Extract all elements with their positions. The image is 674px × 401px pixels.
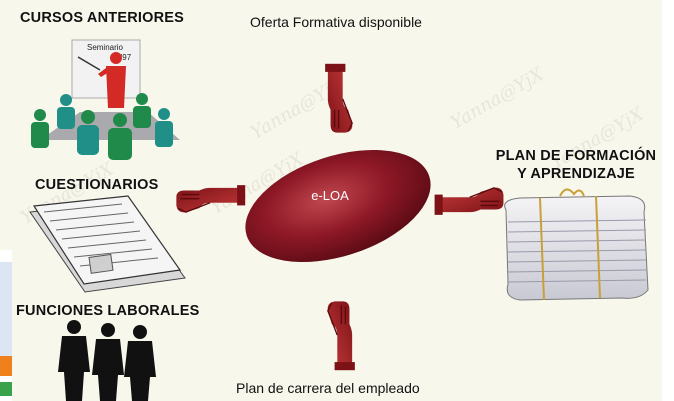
- board-line-2: '97: [121, 53, 132, 62]
- right-edge-strip: [662, 0, 674, 401]
- green-edge-stripe: [0, 382, 12, 396]
- cursos-label: CURSOS ANTERIORES: [20, 10, 184, 26]
- cuestionarios-label: CUESTIONARIOS: [35, 177, 159, 193]
- blue-edge-stripe: [0, 262, 12, 362]
- funciones-label: FUNCIONES LABORALES: [16, 303, 200, 319]
- eloa-label: e-LOA: [311, 188, 349, 203]
- plan-label-line-2: Y APRENDIZAJE: [517, 166, 635, 182]
- hand-bottom-icon: [326, 300, 356, 371]
- bottom-label: Plan de carrera del empleado: [236, 380, 420, 396]
- workers-silhouettes: [58, 320, 156, 401]
- eloa-oval: [245, 149, 431, 263]
- hand-right-icon: [433, 186, 505, 216]
- hand-top-icon: [324, 63, 354, 134]
- seminar-illustration: Seminario '97: [31, 39, 180, 160]
- plan-label-line-1: PLAN DE FORMACIÓN: [495, 148, 657, 164]
- board-line-1: Seminario: [87, 43, 124, 52]
- orange-edge-stripe: [0, 356, 12, 376]
- paper-bundle-illustration: [504, 188, 649, 301]
- top-label: Oferta Formativa disponible: [250, 14, 422, 30]
- plan-label: PLAN DE FORMACIÓN Y APRENDIZAJE: [490, 147, 662, 183]
- newspaper-illustration: [29, 195, 186, 293]
- watermark-3: Yanna@YjX: [447, 63, 548, 133]
